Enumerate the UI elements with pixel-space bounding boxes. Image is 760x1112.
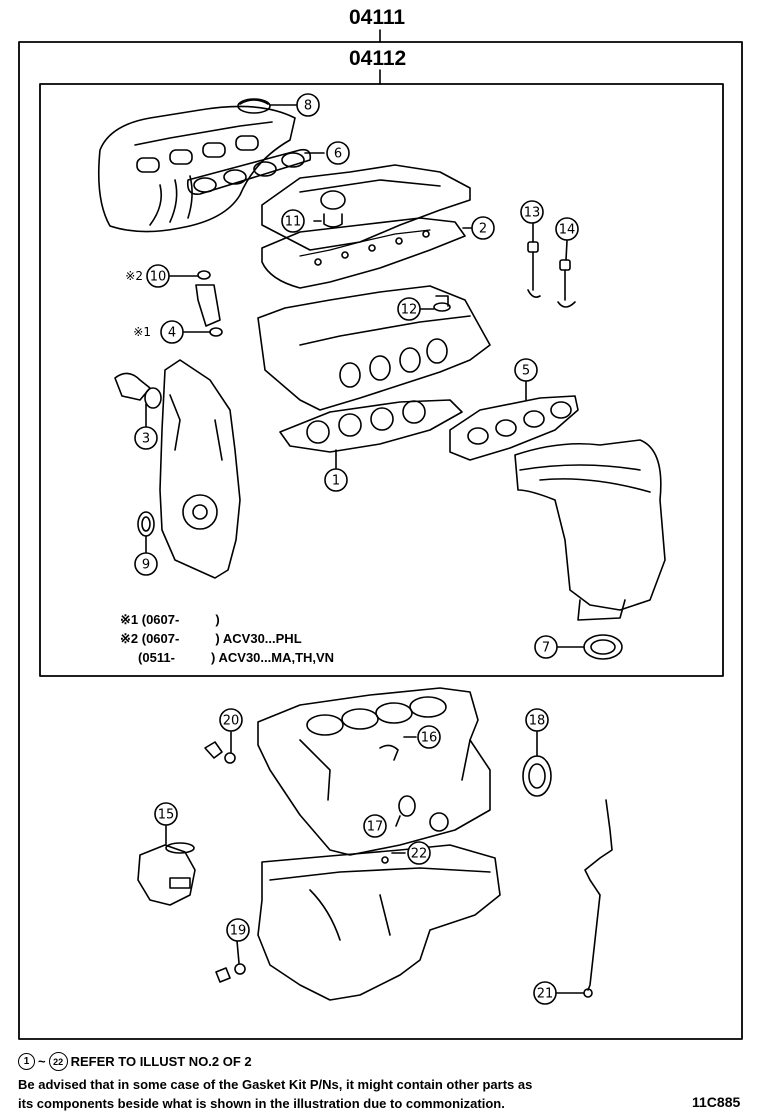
callout-21-label: 21 <box>537 987 554 1002</box>
callout-13-label: 13 <box>524 206 541 221</box>
callout-20-label: 20 <box>223 714 240 729</box>
oil-pan-drawing <box>257 844 501 1001</box>
callout-1-label: 1 <box>332 474 340 489</box>
callout-12-label: 12 <box>401 303 418 318</box>
callout-7-label: 7 <box>542 641 550 656</box>
range-separator: ~ <box>38 1054 46 1069</box>
callout-8-circle <box>296 93 320 117</box>
note-line-2: ※2 (0607- ) ACV30...PHL <box>120 631 302 646</box>
part-5-exhaust-gasket-drawing <box>449 379 579 461</box>
callout-22-label: 22 <box>411 847 428 862</box>
callout-19-label: 19 <box>230 924 247 939</box>
callout-11-circle <box>281 209 305 233</box>
callout-14-label: 14 <box>559 223 576 238</box>
inner-kit-code: 04112 <box>349 47 407 70</box>
callout-1-circle <box>324 468 348 492</box>
callout-8-label: 8 <box>304 99 312 114</box>
callout-4-circle <box>160 320 184 344</box>
callout-9-circle <box>134 552 158 576</box>
callout-22-circle <box>407 841 431 865</box>
callout-7-circle <box>534 635 558 659</box>
part-2-cover-gasket-drawing <box>261 217 474 289</box>
callout-2-label: 2 <box>479 222 487 237</box>
cylinder-head-drawing <box>257 285 491 411</box>
inner-kit-frame <box>39 83 724 677</box>
callout-16-circle <box>417 725 441 749</box>
callout-16-label: 16 <box>421 731 438 746</box>
callout-11-label: 11 <box>285 215 302 230</box>
callout-19-circle <box>226 918 250 942</box>
callout-17-label: 17 <box>367 820 384 835</box>
timing-cover-drawing <box>159 359 241 579</box>
callout-18-label: 18 <box>529 714 546 729</box>
refer-text: REFER TO ILLUST NO.2 OF 2 <box>70 1054 252 1069</box>
drain-plug-parts-drawing <box>204 731 246 983</box>
part-15-oil-pump-drawing <box>137 825 196 906</box>
part-8-cap-drawing <box>237 98 298 114</box>
outer-kit-frame <box>18 41 743 1040</box>
callout-14-circle <box>555 217 579 241</box>
note-line-1: ※1 (0607- ) <box>120 612 220 627</box>
callout-10-label: 10 <box>150 270 167 285</box>
refer-note: 1 ~ 22 REFER TO ILLUST NO.2 OF 2 <box>18 1052 252 1071</box>
range-end-circle: 22 <box>48 1052 68 1071</box>
callout-21-circle <box>533 981 557 1005</box>
callout-15-label: 15 <box>158 808 175 823</box>
intake-manifold-drawing <box>97 105 296 233</box>
part-21-dipstick-drawing <box>555 799 613 998</box>
part-3-water-pump-drawing <box>114 372 162 427</box>
range-start-circle: 1 <box>18 1053 35 1070</box>
variant-mark-1: ※1 <box>133 325 151 339</box>
callout-6-circle <box>326 141 350 165</box>
valves-drawing <box>527 223 576 308</box>
callout-6-label: 6 <box>334 147 342 162</box>
callout-5-circle <box>514 358 538 382</box>
callout-3-label: 3 <box>142 432 150 447</box>
figure-id: 11C885 <box>692 1094 741 1110</box>
callout-15-circle <box>154 802 178 826</box>
exhaust-manifold-drawing <box>514 439 666 621</box>
callout-5-label: 5 <box>522 364 530 379</box>
part-9-crank-seal-drawing <box>137 511 155 553</box>
part-7-ring-gasket-drawing <box>555 634 623 660</box>
callout-18-circle <box>525 708 549 732</box>
callout-17-circle <box>363 814 387 838</box>
callout-2-circle <box>471 216 495 240</box>
advice-line-1: Be advised that in some case of the Gask… <box>18 1077 533 1092</box>
part-18-rear-seal-drawing <box>522 729 552 797</box>
callout-4-label: 4 <box>168 326 176 341</box>
cylinder-block-drawing <box>257 687 491 856</box>
variant-mark-2: ※2 <box>125 269 143 283</box>
cylinder-head-cover-drawing <box>261 164 471 251</box>
part-6-manifold-gasket-drawing <box>186 148 325 196</box>
outer-kit-code: 04111 <box>349 6 406 29</box>
callout-10-circle <box>146 264 170 288</box>
callout-13-circle <box>520 200 544 224</box>
injector-drawing <box>169 270 223 337</box>
callout-3-circle <box>134 426 158 450</box>
note-line-3: (0511- ) ACV30...MA,TH,VN <box>120 650 335 665</box>
advice-line-2: its components beside what is shown in t… <box>18 1096 505 1111</box>
part-1-head-gasket-drawing <box>279 399 463 469</box>
callout-12-circle <box>397 297 421 321</box>
callout-9-label: 9 <box>142 558 150 573</box>
callout-20-circle <box>219 708 243 732</box>
